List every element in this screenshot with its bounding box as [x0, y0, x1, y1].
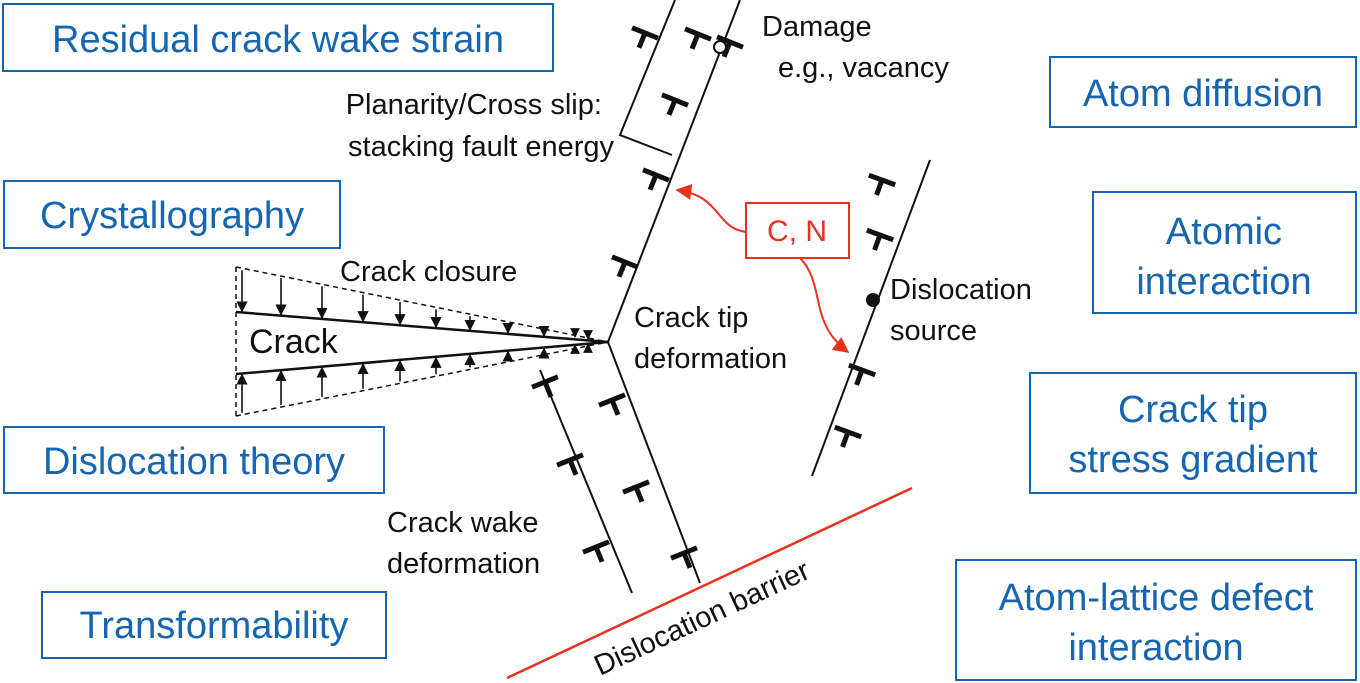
slip-lines: [539, 0, 931, 594]
crack: [235, 266, 609, 417]
crack-label: Crack: [249, 323, 339, 361]
dislocation-tee-icon: [661, 92, 689, 116]
cn-arrow-to-upper-slip: [675, 183, 747, 233]
dislocation-tee-icon: [716, 34, 744, 58]
crack-face-upper: [235, 310, 609, 344]
upper-slip-line: [607, 0, 741, 343]
box-residual-crack-wake-strain: Residual crack wake strain: [2, 3, 554, 72]
damage-label: Damage e.g., vacancy: [762, 11, 949, 84]
svg-text:Residual crack wake strain: Residual crack wake strain: [52, 19, 504, 61]
dislocation-tee-icon: [684, 26, 712, 50]
crack-wake-deformation-label: Crack wake deformation: [387, 507, 547, 580]
crack-tip-deformation-label: Crack tip deformation: [634, 302, 787, 375]
box-crystallography: Crystallography: [3, 180, 341, 249]
dislocation-tee-icon: [598, 392, 626, 416]
dislocation-tee-icon: [642, 167, 670, 191]
slip-band-offset: [618, 0, 676, 156]
dislocation-tee-icon: [867, 172, 897, 196]
dislocation-barrier-line: [506, 486, 913, 680]
source-dot-icon: [866, 293, 880, 307]
planarity-label: Planarity/Cross slip: stacking fault ene…: [346, 89, 615, 163]
dislocation-tee-icon: [531, 374, 559, 398]
svg-text:Transformability: Transformability: [80, 605, 349, 647]
box-dislocation-theory: Dislocation theory: [3, 426, 385, 494]
dislocation-tee-icon: [833, 424, 863, 448]
box-transformability: Transformability: [41, 591, 387, 659]
closure-arrows: [236, 270, 593, 413]
box-atom-lattice-defect-interaction: Atom-lattice defect interaction: [955, 559, 1357, 681]
dislocation-tee-icon: [670, 545, 698, 569]
dislocation-tee-icon: [556, 452, 584, 476]
dislocation-source-label: Dislocation source: [890, 274, 1040, 347]
svg-text:Atom diffusion: Atom diffusion: [1083, 73, 1323, 115]
vacancy-circle-icon: [713, 40, 727, 54]
source-slip-line: [811, 159, 931, 477]
cn-arrow-to-source-slip: [799, 257, 850, 353]
svg-text:interaction: interaction: [1068, 627, 1243, 669]
dislocation-tee-icon: [865, 227, 895, 251]
dislocation-tee-icon: [631, 25, 659, 49]
svg-text:interaction: interaction: [1136, 261, 1311, 303]
svg-text:Atomic: Atomic: [1166, 211, 1282, 253]
dislocation-tee-icon: [582, 539, 610, 563]
svg-text:C, N: C, N: [767, 215, 827, 248]
crack-closure-label: Crack closure: [340, 256, 517, 288]
svg-text:stress gradient: stress gradient: [1068, 439, 1318, 481]
crack-face-lower: [235, 340, 609, 376]
box-atom-diffusion: Atom diffusion: [1049, 56, 1357, 128]
interstitial-cn-callout: C, N: [675, 183, 850, 353]
svg-text:Atom-lattice defect: Atom-lattice defect: [999, 577, 1314, 619]
dislocation-tee-icon: [847, 362, 877, 386]
dislocation-tee-icon: [622, 479, 650, 503]
dislocation-tee-icons: [531, 25, 897, 569]
svg-text:Dislocation theory: Dislocation theory: [43, 441, 345, 483]
svg-text:Crystallography: Crystallography: [40, 195, 304, 237]
wake-slip-line-1: [539, 369, 633, 594]
box-atomic-interaction: Atomic interaction: [1092, 191, 1357, 314]
dislocation-tee-icon: [611, 254, 639, 278]
box-crack-tip-stress-gradient: Crack tip stress gradient: [1029, 372, 1357, 494]
wake-slip-line-2: [607, 341, 701, 584]
svg-text:Crack tip: Crack tip: [1118, 389, 1268, 431]
